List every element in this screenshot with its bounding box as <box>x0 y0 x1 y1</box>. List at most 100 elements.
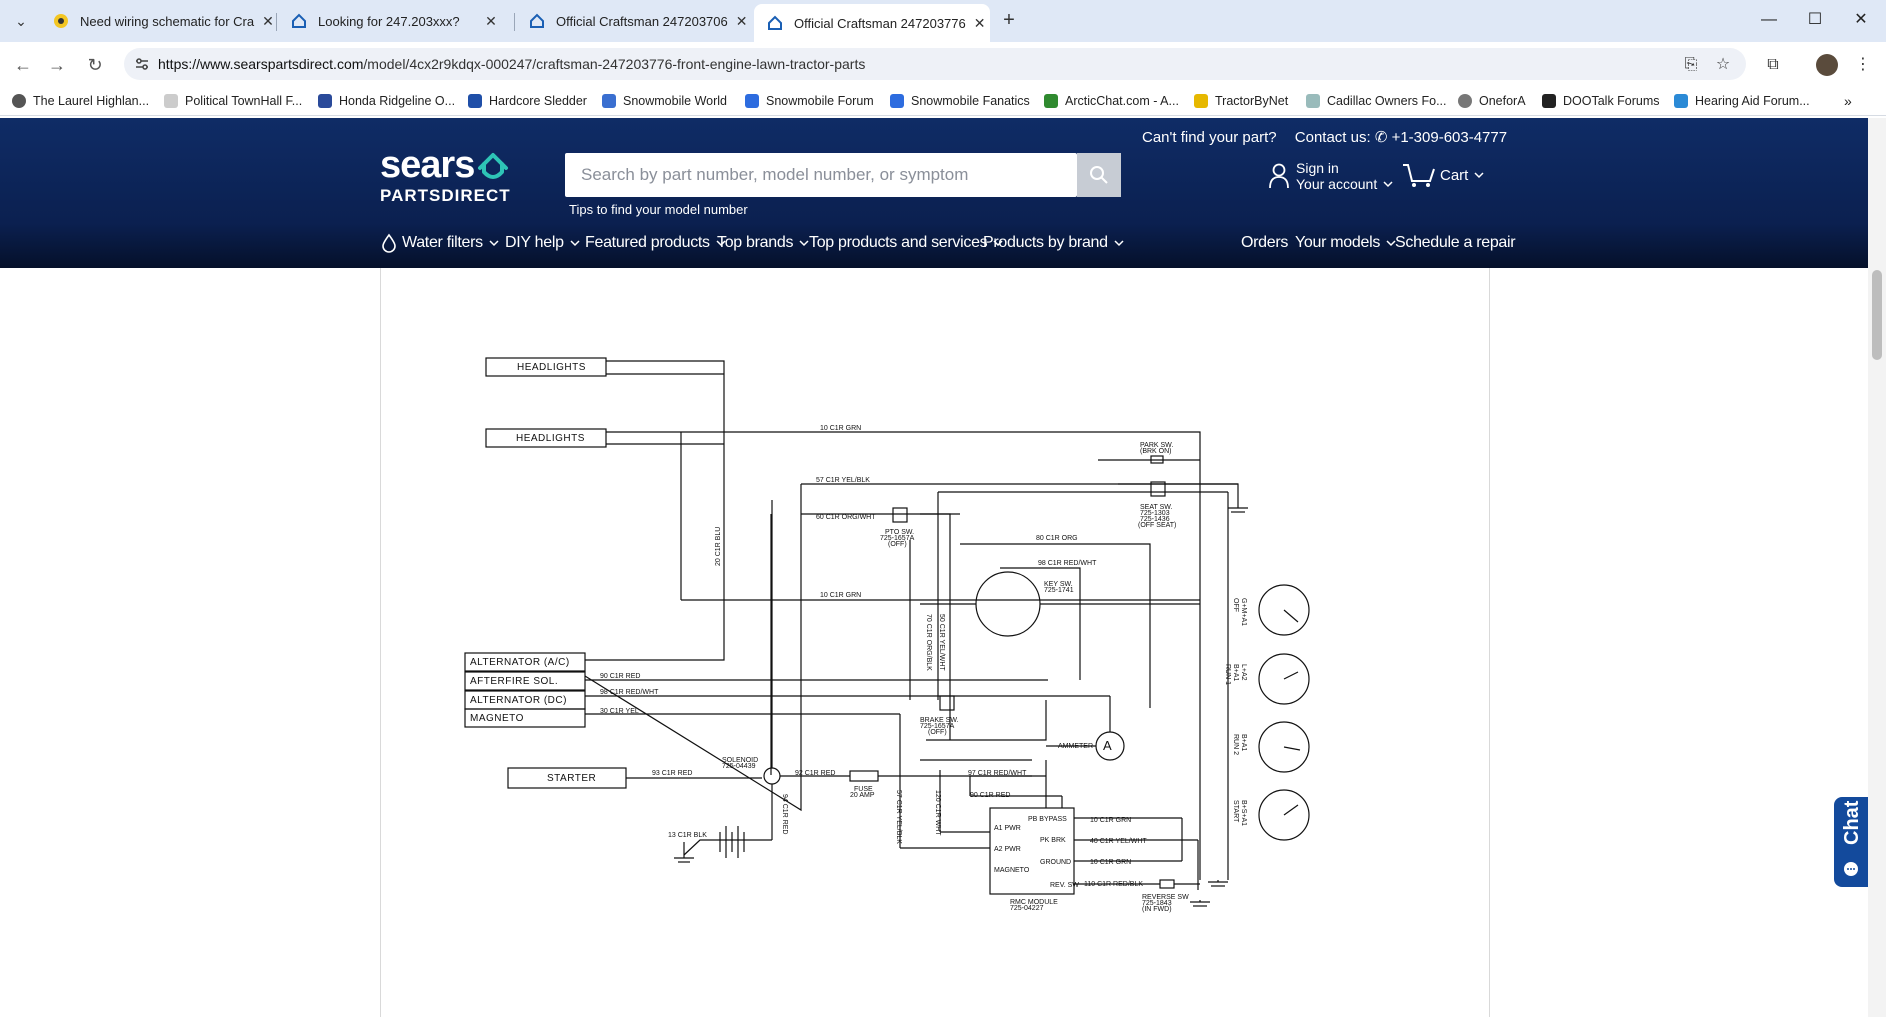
menu-orders[interactable]: Orders <box>1241 234 1288 252</box>
bookmark-item[interactable]: Hearing Aid Forum... <box>1674 92 1810 110</box>
forward-button[interactable]: → <box>48 55 66 75</box>
wire-label: 57 C1R YEL/BLK <box>895 790 902 844</box>
more-bookmarks-icon[interactable]: » <box>1844 93 1852 109</box>
new-tab-button[interactable]: + <box>1003 9 1015 31</box>
bookmark-item[interactable]: OneforA <box>1458 92 1526 110</box>
bookmark-label: Snowmobile World <box>623 94 727 108</box>
site-header: sears PARTSDIRECT Tips to find your mode… <box>0 118 1868 268</box>
wire-label: 10 C1R GRN <box>820 592 861 599</box>
onefora-icon <box>1458 94 1472 108</box>
account-menu[interactable]: Sign in Your account <box>1268 160 1393 192</box>
tab-strip: ⌄ Need wiring schematic for Cra ✕ Lookin… <box>0 0 1886 42</box>
close-tab-icon[interactable]: ✕ <box>262 12 274 29</box>
more-menu-icon[interactable]: ⋮ <box>1855 56 1871 73</box>
menu-label: Top products and services <box>809 234 988 251</box>
wiring-schematic: HEADLIGHTS HEADLIGHTS ALTERNATOR (A/C) A… <box>464 357 1310 913</box>
seat-switch-label: SEAT SW. <box>1140 504 1172 511</box>
phone-link[interactable]: +1-309-603-4777 <box>1391 129 1508 146</box>
park-switch-label: (BRK ON) <box>1140 448 1172 455</box>
menu-top-brands[interactable]: Top brands <box>717 234 809 252</box>
ammeter-symbol: A <box>1103 738 1112 753</box>
tab-3[interactable]: Official Craftsman 247203706 ✕ <box>516 4 748 38</box>
reload-button[interactable]: ↻ <box>87 55 103 75</box>
close-window-button[interactable]: ✕ <box>1854 11 1868 28</box>
back-button[interactable]: ← <box>14 55 32 75</box>
search-button[interactable] <box>1077 153 1121 197</box>
search-icon <box>1090 166 1108 184</box>
minimize-button[interactable]: — <box>1761 11 1777 28</box>
extensions-icon[interactable]: ⧉ <box>1767 56 1779 73</box>
bookmark-item[interactable]: Honda Ridgeline O... <box>318 92 455 110</box>
cadillac-icon <box>1306 94 1320 108</box>
tab-search-icon[interactable]: ⌄ <box>15 13 27 29</box>
bookmark-item[interactable]: DOOTalk Forums <box>1542 92 1660 110</box>
wire-label: 57 C1R YEL/BLK <box>816 477 870 484</box>
bookmark-label: Honda Ridgeline O... <box>339 94 456 108</box>
bookmark-item[interactable]: Hardcore Sledder <box>468 92 587 110</box>
wire-label: 98 C1R RED/WHT <box>600 689 659 696</box>
menu-label: Water filters <box>402 234 483 251</box>
tab-separator <box>276 13 277 31</box>
tips-link[interactable]: Tips to find your model number <box>569 202 748 217</box>
menu-label: Featured products <box>585 234 710 251</box>
bookmark-item[interactable]: The Laurel Highlan... <box>12 92 149 110</box>
tab-separator <box>514 13 515 31</box>
menu-diy-help[interactable]: DIY help <box>505 234 580 252</box>
tab-4-active[interactable]: Official Craftsman 247203776 ✕ <box>754 4 990 42</box>
snowmobile-forum-icon <box>745 94 759 108</box>
chevron-down-icon <box>489 240 499 247</box>
sears-favicon-icon <box>292 13 306 28</box>
menu-featured-products[interactable]: Featured products <box>585 234 726 252</box>
bookmark-item[interactable]: Snowmobile World <box>602 92 727 110</box>
wire-label: 13 C1R BLK <box>668 832 707 839</box>
install-app-icon[interactable]: ⎘ <box>1684 56 1698 73</box>
bookmark-label: OneforA <box>1479 94 1526 108</box>
chat-label: Chat <box>1841 800 1863 845</box>
bookmark-star-icon[interactable]: ☆ <box>1715 56 1731 73</box>
bookmark-item[interactable]: Cadillac Owners Fo... <box>1306 92 1446 110</box>
tab-1[interactable]: Need wiring schematic for Cra ✕ <box>40 4 274 38</box>
menu-schedule-repair[interactable]: Schedule a repair <box>1395 234 1516 252</box>
seat-switch-label: 725-1436 <box>1140 516 1170 523</box>
bookmark-label: DOOTalk Forums <box>1563 94 1660 108</box>
site-info-icon[interactable] <box>134 56 150 72</box>
bookmark-item[interactable]: Snowmobile Forum <box>745 92 874 110</box>
chat-button[interactable]: Chat <box>1834 797 1868 887</box>
label-alternator-dc: ALTERNATOR (DC) <box>470 695 567 706</box>
menu-products-by-brand[interactable]: Products by brand <box>983 234 1124 252</box>
bookmarks-bar: The Laurel Highlan... Political TownHall… <box>0 86 1886 116</box>
hearing-aid-icon <box>1674 94 1688 108</box>
module-terminal-label: PB BYPASS <box>1028 816 1067 823</box>
close-tab-icon[interactable]: ✕ <box>973 14 986 31</box>
search-input[interactable] <box>565 153 1077 197</box>
cart-button[interactable]: Cart <box>1402 162 1484 188</box>
bookmark-label: Hearing Aid Forum... <box>1695 94 1810 108</box>
bookmark-item[interactable]: Snowmobile Fanatics <box>890 92 1030 110</box>
bookmark-item[interactable]: TractorByNet <box>1194 92 1288 110</box>
maximize-button[interactable]: ☐ <box>1807 11 1823 28</box>
menu-top-products[interactable]: Top products and services <box>809 234 1003 252</box>
label-headlights-2: HEADLIGHTS <box>516 433 585 444</box>
scrollbar-thumb[interactable] <box>1872 270 1882 360</box>
bookmark-item[interactable]: Political TownHall F... <box>164 92 302 110</box>
bookmark-label: ArcticChat.com - A... <box>1065 94 1179 108</box>
close-tab-icon[interactable]: ✕ <box>735 12 748 29</box>
menu-label: Your models <box>1295 234 1381 251</box>
menu-label: Top brands <box>717 234 794 251</box>
logo-word: sears <box>380 144 475 186</box>
menu-your-models[interactable]: Your models <box>1295 234 1396 252</box>
wire-label: 60 C1R ORG/WHT <box>816 514 876 521</box>
search-field[interactable] <box>565 153 1077 197</box>
close-tab-icon[interactable]: ✕ <box>485 12 497 29</box>
fuse-label: FUSE <box>854 786 873 793</box>
chevron-down-icon <box>716 240 726 247</box>
menu-water-filters[interactable]: Water filters <box>382 233 499 253</box>
tab-title: Looking for 247.203xxx? <box>318 13 460 29</box>
address-bar[interactable]: https://www.searspartsdirect.com/model/4… <box>124 48 1746 80</box>
profile-avatar[interactable] <box>1816 54 1838 76</box>
honda-icon <box>318 94 332 108</box>
sears-logo[interactable]: sears PARTSDIRECT <box>380 144 511 206</box>
page-scrollbar[interactable] <box>1868 118 1886 1017</box>
bookmark-item[interactable]: ArcticChat.com - A... <box>1044 92 1179 110</box>
tab-2[interactable]: Looking for 247.203xxx? ✕ <box>278 4 510 38</box>
